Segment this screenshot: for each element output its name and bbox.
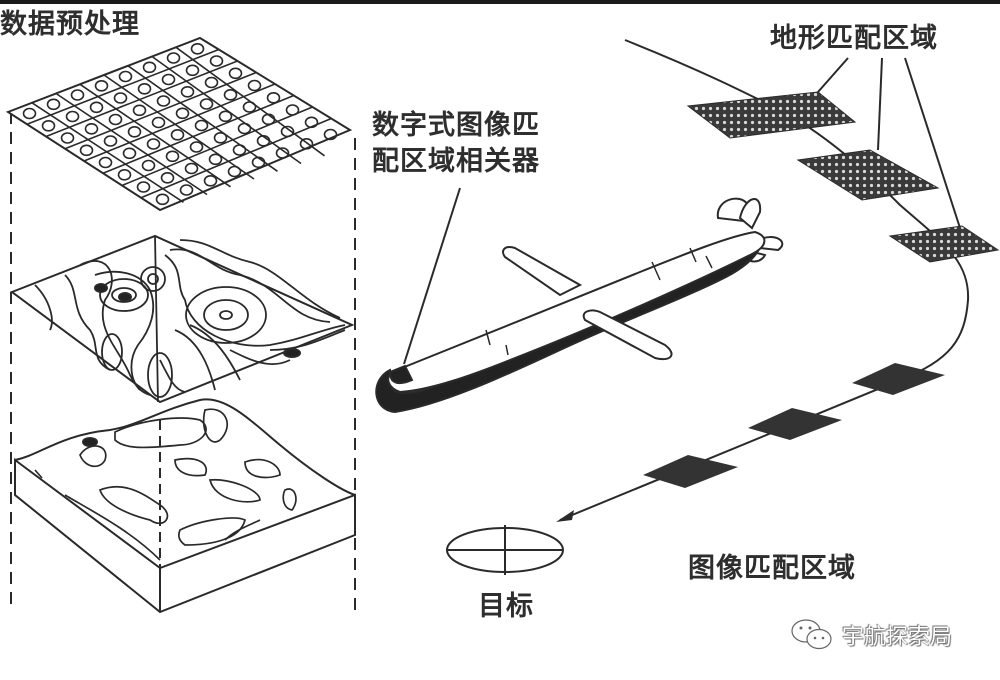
wechat-icon	[791, 619, 832, 650]
label-terrain-matching-areas: 地形匹配区域	[770, 23, 938, 54]
scene-patch-2	[748, 408, 842, 440]
terrain-block-layer	[14, 398, 356, 614]
terrain-patch-1	[686, 91, 857, 139]
top-border	[0, 0, 1000, 4]
label-scene-matching-areas: 图像匹配区域	[688, 553, 856, 584]
cruise-missile	[375, 197, 784, 414]
correlator-leader	[403, 187, 461, 365]
terrain-patch-2	[796, 149, 940, 201]
arrow-head	[556, 510, 574, 522]
scene-matching-patches	[643, 363, 945, 488]
terrain-matching-patches	[686, 91, 1000, 263]
label-correlator-line1: 数字式图像匹	[372, 110, 540, 141]
target-symbol	[446, 525, 564, 575]
watermark: 宇航探索局	[790, 618, 952, 652]
flight-path	[559, 39, 970, 521]
contour-map-layer	[9, 234, 355, 404]
watermark-text: 宇航探索局	[842, 625, 953, 650]
terrain-patch-3	[888, 225, 1000, 263]
label-correlator-line2: 配区域相关器	[372, 146, 540, 177]
terrain-label-leaders	[817, 57, 961, 229]
label-target: 目标	[478, 591, 534, 622]
scene-patch-3	[643, 455, 738, 488]
scene-patch-1	[852, 363, 945, 395]
digital-grid-layer	[5, 36, 353, 212]
label-correlator: 数字式图像匹 配区域相关器	[372, 108, 540, 180]
projection-guides	[10, 112, 356, 610]
label-data-preprocessing: 数据预处理	[0, 9, 140, 40]
